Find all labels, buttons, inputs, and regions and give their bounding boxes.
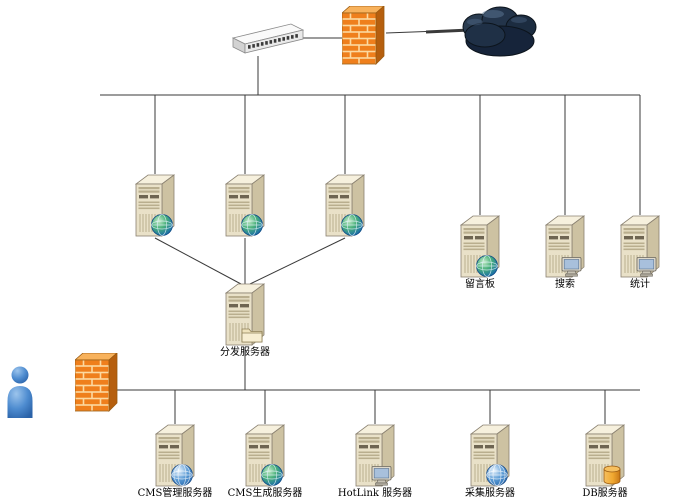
edge-cloud-link-thick <box>425 28 471 34</box>
node-firewall-bottom <box>75 353 118 412</box>
label-db-server: DB服务器 <box>582 486 627 499</box>
node-internet-cloud <box>462 6 537 57</box>
label-stats-server: 统计 <box>630 277 650 290</box>
node-hotlink-server <box>355 424 395 487</box>
node-web-server-3 <box>325 174 365 237</box>
globe2-badge-icon <box>171 464 193 486</box>
globe-badge-icon <box>151 214 173 236</box>
database-badge-icon <box>603 465 621 485</box>
node-cms-generate-server <box>245 424 285 487</box>
node-db-server <box>585 424 625 487</box>
node-dispatch-server <box>225 283 265 346</box>
node-collect-server <box>470 424 510 487</box>
node-firewall-top <box>342 6 385 65</box>
node-stats-server <box>620 215 660 278</box>
label-cms-generate-server: CMS生成服务器 <box>228 486 303 499</box>
globe-badge-icon <box>341 214 363 236</box>
label-collect-server: 采集服务器 <box>465 486 515 499</box>
person-icon <box>7 366 33 418</box>
firewall-icon <box>342 6 385 65</box>
node-search-server <box>545 215 585 278</box>
node-visitor-person <box>7 366 33 418</box>
node-cms-admin-server <box>155 424 195 487</box>
label-message-board-server: 留言板 <box>465 277 495 290</box>
edge-web3-to-dispatch <box>249 237 346 285</box>
label-cms-admin-server: CMS管理服务器 <box>138 486 213 499</box>
label-dispatch-server: 分发服务器 <box>220 345 270 358</box>
label-search-server: 搜索 <box>555 277 575 290</box>
globe-badge-icon <box>241 214 263 236</box>
globe-badge-icon <box>261 464 283 486</box>
node-switch <box>232 23 304 54</box>
globe-badge-icon <box>476 255 498 277</box>
node-message-board-server <box>460 215 500 278</box>
node-web-server-1 <box>135 174 175 237</box>
firewall-icon <box>75 353 118 412</box>
label-hotlink-server: HotLink 服务器 <box>338 486 412 499</box>
switch-icon <box>232 23 304 54</box>
globe2-badge-icon <box>486 464 508 486</box>
edge-web1-to-dispatch <box>154 237 242 285</box>
cloud-icon <box>462 6 537 57</box>
node-web-server-2 <box>225 174 265 237</box>
